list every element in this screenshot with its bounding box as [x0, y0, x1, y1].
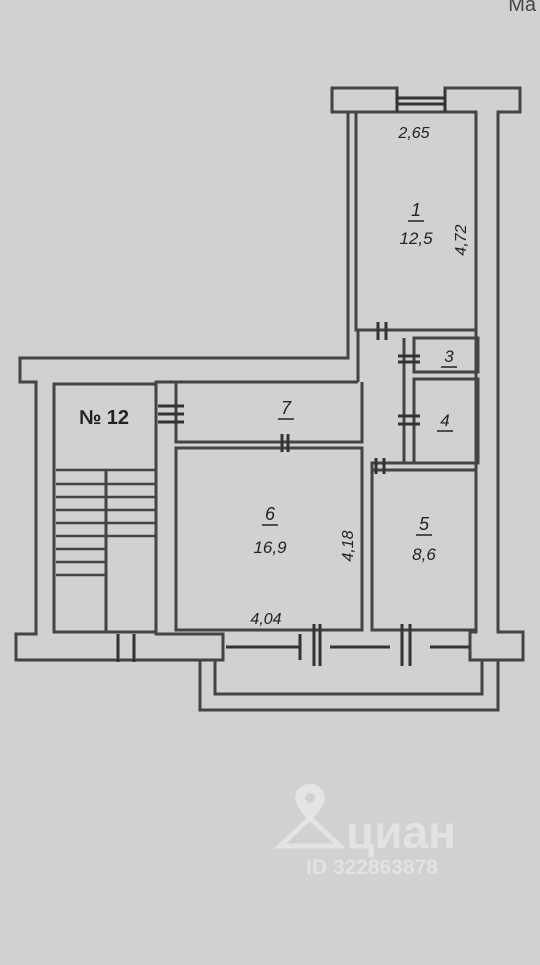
room-7-number: 7: [281, 398, 292, 418]
stair-steps: [56, 468, 156, 577]
dimension-room-6-width: 4,04: [250, 611, 281, 628]
watermark-brand: циан: [346, 806, 456, 858]
room-5-outline: [370, 468, 478, 632]
corner-text: Ma: [508, 0, 536, 16]
balcony-outline: [198, 660, 500, 712]
cian-logo-icon: [273, 814, 347, 849]
room-6-outline: [174, 446, 364, 632]
room-1-outline: [354, 110, 478, 332]
balcony-inner: [213, 660, 484, 696]
room-1-area: 12,5: [399, 229, 433, 248]
dimension-room-1-length: 4,72: [453, 224, 470, 255]
room-5-number: 5: [419, 514, 430, 534]
room-3-number: 3: [444, 347, 454, 366]
room-4-number: 4: [440, 411, 449, 430]
openings: [116, 90, 470, 666]
room-6-area: 16,9: [253, 538, 287, 557]
corridor-walls: [174, 330, 476, 632]
room-5-area: 8,6: [412, 545, 436, 564]
room-6-number: 6: [265, 504, 276, 524]
entrance-label: № 12: [79, 407, 129, 429]
watermark-id: ID 322863878: [306, 856, 438, 879]
room-1-number: 1: [411, 200, 421, 220]
dimension-room-6-length: 4,18: [340, 530, 357, 561]
watermark: циан ID 322863878: [273, 784, 456, 879]
dimension-room-1-width: 2,65: [397, 125, 429, 142]
